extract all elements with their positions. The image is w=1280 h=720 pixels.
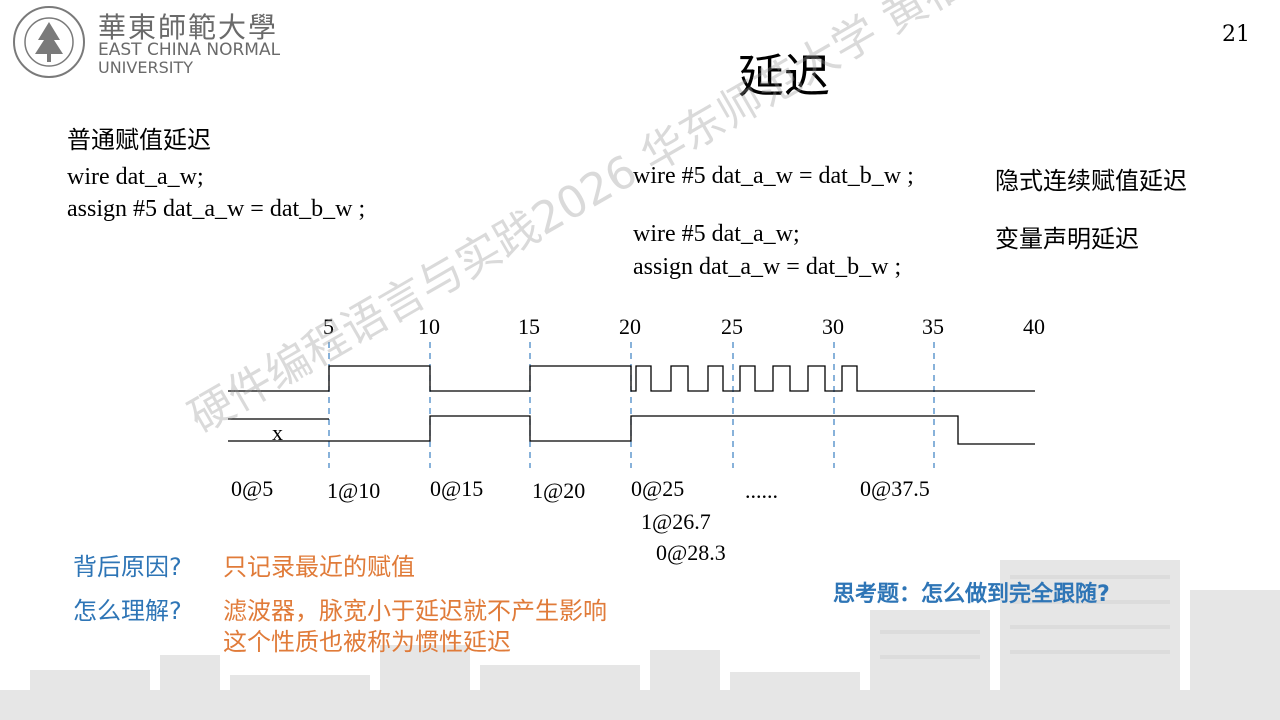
event-label-2: 0@15 [430,476,484,501]
answer-understanding-line2: 这个性质也被称为惯性延迟 [223,628,511,656]
extra-label-0: 1@26.7 [641,509,711,534]
time-tick-label-15: 15 [518,314,540,339]
time-tick-label-40: 40 [1023,314,1045,339]
implicit-delay-label: 隐式连续赋值延迟 [995,167,1187,195]
declaration-code-line2: assign dat_a_w = dat_b_w ; [633,254,902,280]
left-code-line1: wire dat_a_w; [67,164,204,190]
question-understanding: 怎么理解? [73,597,182,625]
logo-chinese-name: 華東師範大學 [98,11,279,44]
event-label-5: ...... [745,478,778,503]
input-waveform [228,365,1035,392]
time-tick-label-25: 25 [721,314,743,339]
output-waveform [329,415,1035,445]
normal-delay-heading: 普通赋值延迟 [67,126,211,154]
declaration-code-line1: wire #5 dat_a_w; [633,221,800,247]
time-tick-label-10: 10 [418,314,440,339]
event-label-0: 0@5 [231,476,274,501]
left-code-line2: assign #5 dat_a_w = dat_b_w ; [67,196,366,222]
time-tick-label-35: 35 [922,314,944,339]
answer-understanding-line1: 滤波器，脉宽小于延迟就不产生影响 [223,597,607,625]
think-question: 思考题：怎么做到完全跟随? [833,582,1110,607]
logo-english-line1: EAST CHINA NORMAL [98,40,281,60]
event-label-3: 1@20 [532,478,586,503]
time-tick-label-30: 30 [822,314,844,339]
event-label-4: 0@25 [631,476,685,501]
time-tick-label-5: 5 [323,314,334,339]
answer-reason: 只记录最近的赋值 [223,553,415,581]
slide-title: 延迟 [738,49,830,103]
event-label-6: 0@37.5 [860,476,930,501]
university-seal-logo [13,6,85,78]
time-tick-label-20: 20 [619,314,641,339]
unknown-x-label: x [272,420,283,445]
question-reason: 背后原因? [73,553,182,581]
declaration-delay-label: 变量声明延迟 [995,225,1139,253]
slide-number: 21 [1222,22,1250,47]
implicit-delay-code: wire #5 dat_a_w = dat_b_w ; [633,163,914,189]
event-label-1: 1@10 [327,478,381,503]
extra-label-1: 0@28.3 [656,540,726,565]
logo-english-line2: UNIVERSITY [98,58,193,77]
